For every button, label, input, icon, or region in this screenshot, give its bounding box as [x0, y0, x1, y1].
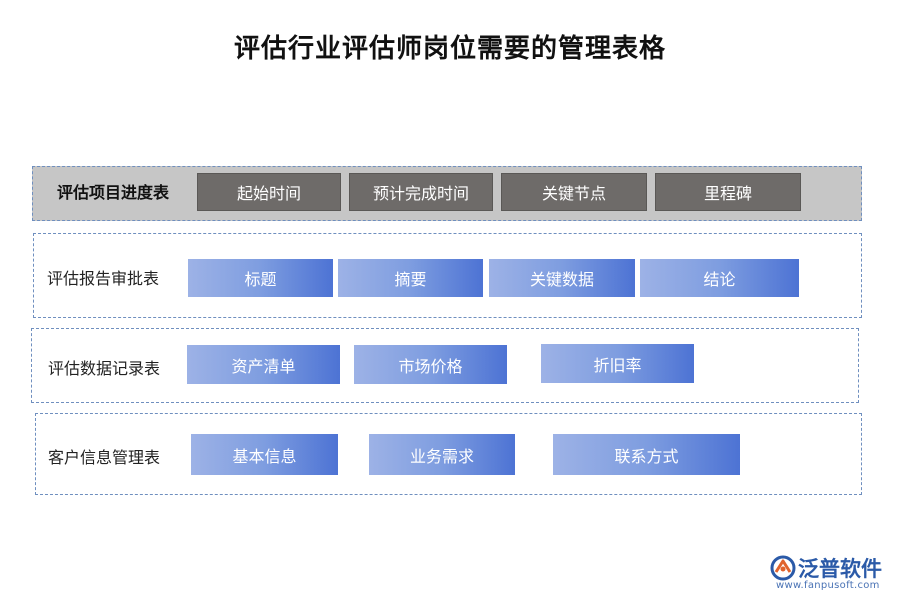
- item-depreciation-rate: 折旧率: [541, 344, 694, 383]
- item-business-needs: 业务需求: [369, 434, 515, 475]
- section-label: 客户信息管理表: [48, 448, 161, 467]
- section-customer-info: 客户信息管理表 基本信息 业务需求 联系方式: [35, 413, 862, 495]
- section-progress-table: 评估项目进度表 起始时间 预计完成时间 关键节点 里程碑: [32, 166, 862, 221]
- section-label: 评估项目进度表: [57, 183, 170, 202]
- section-label: 评估报告审批表: [47, 269, 160, 288]
- item-key-data: 关键数据: [489, 259, 635, 297]
- item-conclusion: 结论: [640, 259, 799, 297]
- item-title: 标题: [188, 259, 333, 297]
- item-market-price: 市场价格: [354, 345, 507, 384]
- section-report-approval: 评估报告审批表 标题 摘要 关键数据 结论: [33, 233, 862, 318]
- brand-url: www.fanpusoft.com: [776, 580, 880, 591]
- item-start-time: 起始时间: [197, 173, 341, 211]
- brand-name: 泛普软件: [798, 557, 882, 581]
- item-contact-info: 联系方式: [553, 434, 740, 475]
- section-data-record: 评估数据记录表 资产清单 市场价格 折旧率: [31, 328, 859, 403]
- section-label: 评估数据记录表: [48, 359, 161, 378]
- item-estimated-completion: 预计完成时间: [349, 173, 493, 211]
- item-key-node: 关键节点: [501, 173, 647, 211]
- item-milestone: 里程碑: [655, 173, 801, 211]
- page-title: 评估行业评估师岗位需要的管理表格: [233, 34, 666, 64]
- item-basic-info: 基本信息: [191, 434, 338, 475]
- brand-logo-icon: [770, 555, 796, 581]
- item-summary: 摘要: [338, 259, 483, 297]
- brand-logo: 泛普软件 www.fanpusoft.com: [770, 553, 894, 593]
- item-asset-list: 资产清单: [187, 345, 340, 384]
